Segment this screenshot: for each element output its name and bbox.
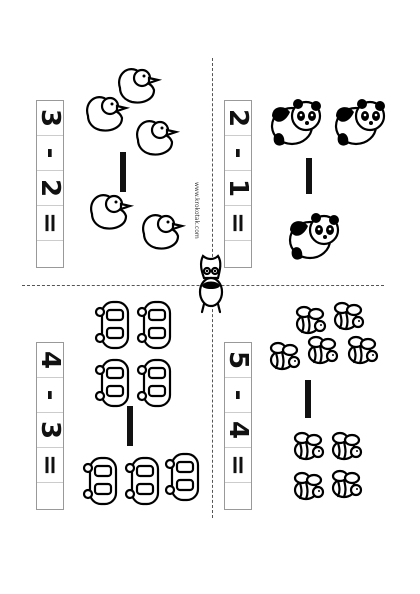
minus-bar-1 <box>120 152 126 192</box>
car-icon <box>82 456 118 506</box>
operand-b: 4 <box>223 413 253 448</box>
duck-icon <box>142 214 187 250</box>
bee-icon <box>293 471 325 501</box>
car-icon <box>136 300 172 350</box>
answer-field[interactable] <box>37 483 63 509</box>
bee-icon <box>293 431 325 461</box>
bee-icon <box>331 431 363 461</box>
car-icon <box>94 300 130 350</box>
equation-box-2: 2 - 1 = <box>223 100 253 268</box>
panda-icon <box>334 99 386 146</box>
equation-box-1: 3 - 2 = <box>35 100 65 268</box>
operand-a: 5 <box>223 343 253 378</box>
equation-box-3: 4 - 3 = <box>35 342 65 510</box>
equals-sign: = <box>223 206 253 241</box>
duck-icon <box>136 120 181 156</box>
minus-bar-4 <box>305 380 311 418</box>
operand-b: 2 <box>35 171 65 206</box>
operand-a: 3 <box>35 101 65 136</box>
equals-sign: = <box>35 448 65 483</box>
answer-field[interactable] <box>225 241 251 267</box>
minus-sign: - <box>35 378 65 413</box>
duck-icon <box>86 96 131 132</box>
bee-icon <box>331 469 363 499</box>
minus-bar-2 <box>306 158 312 194</box>
bee-icon <box>347 335 379 365</box>
equals-sign: = <box>35 206 65 241</box>
crocodile-mascot-icon <box>198 254 224 314</box>
minus-bar-3 <box>127 406 133 446</box>
equation-box-4: 5 - 4 = <box>223 342 253 510</box>
answer-field[interactable] <box>225 483 251 509</box>
car-icon <box>136 358 172 408</box>
minus-sign: - <box>35 136 65 171</box>
operand-a: 4 <box>35 343 65 378</box>
minus-sign: - <box>223 378 253 413</box>
panda-icon <box>270 99 322 146</box>
car-icon <box>124 456 160 506</box>
minus-sign: - <box>223 136 253 171</box>
website-label: www.krokotak.com <box>193 182 200 239</box>
duck-icon <box>118 68 163 104</box>
operand-b: 1 <box>223 171 253 206</box>
duck-icon <box>90 194 135 230</box>
operand-b: 3 <box>35 413 65 448</box>
bee-icon <box>333 301 365 331</box>
bee-icon <box>295 305 327 335</box>
operand-a: 2 <box>223 101 253 136</box>
car-icon <box>164 452 200 502</box>
car-icon <box>94 358 130 408</box>
panda-icon <box>288 213 340 260</box>
bee-icon <box>269 341 301 371</box>
answer-field[interactable] <box>37 241 63 267</box>
equals-sign: = <box>223 448 253 483</box>
bee-icon <box>307 335 339 365</box>
